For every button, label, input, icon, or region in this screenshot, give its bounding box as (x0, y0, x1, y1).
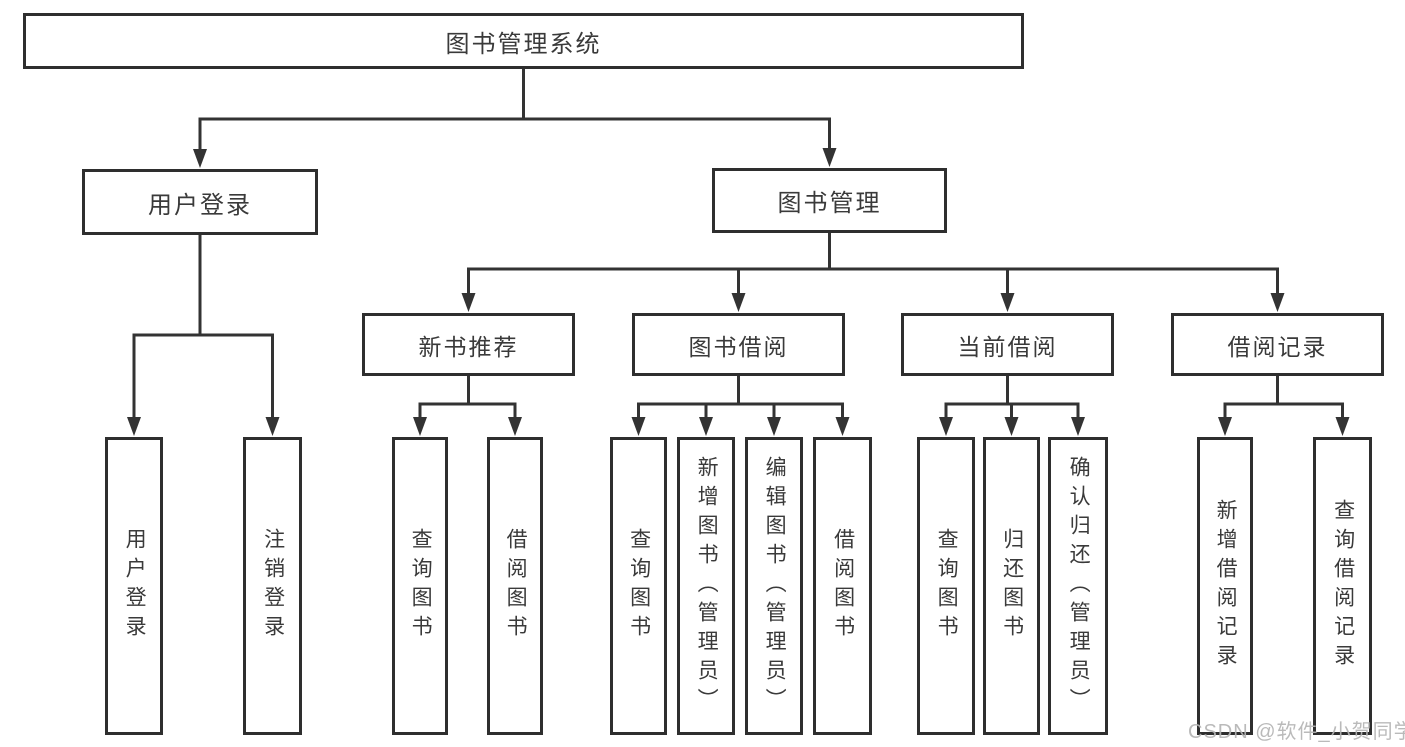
node-current-borrowing: 当前借阅 (901, 313, 1114, 376)
node-book-management-label: 图书管理 (777, 190, 882, 217)
node-new-book-recommend: 新书推荐 (362, 313, 575, 376)
leaf-logout: 注销登录 (243, 437, 302, 735)
leaf-borrow-books-recommend: 借阅图书 (487, 437, 543, 735)
leaf-borrow-books-borrowing-label: 借阅图书 (831, 528, 855, 644)
leaf-confirm-return-admin: 确认归还（管理员） (1048, 437, 1108, 735)
node-book-borrowing-label: 图书借阅 (688, 333, 789, 360)
leaf-query-books-borrowing-label: 查询图书 (627, 528, 651, 644)
node-root-label: 图书管理系统 (445, 30, 602, 58)
node-new-book-recommend-label: 新书推荐 (418, 333, 519, 360)
leaf-add-borrow-record-label: 新增借阅记录 (1214, 499, 1238, 673)
leaf-edit-book-admin-label: 编辑图书（管理员） (763, 455, 787, 717)
leaf-borrow-books-recommend-label: 借阅图书 (504, 528, 528, 644)
leaf-query-borrow-record-label: 查询借阅记录 (1331, 499, 1355, 673)
leaf-add-book-admin: 新增图书（管理员） (677, 437, 735, 735)
leaf-return-book: 归还图书 (983, 437, 1040, 735)
leaf-query-books-borrowing: 查询图书 (610, 437, 667, 735)
leaf-query-books-recommend-label: 查询图书 (409, 528, 433, 644)
leaf-confirm-return-admin-label: 确认归还（管理员） (1067, 455, 1091, 717)
leaf-user-login-label: 用户登录 (123, 528, 147, 644)
leaf-return-book-label: 归还图书 (1000, 528, 1024, 644)
leaf-query-books-current: 查询图书 (917, 437, 975, 735)
csdn-watermark: CSDN @软件_小贺同学 (1188, 721, 1405, 743)
leaf-user-login: 用户登录 (105, 437, 163, 735)
node-borrowing-records-label: 借阅记录 (1227, 333, 1328, 360)
node-book-borrowing: 图书借阅 (632, 313, 845, 376)
node-user-login: 用户登录 (82, 169, 318, 235)
leaf-borrow-books-borrowing: 借阅图书 (813, 437, 872, 735)
leaf-query-books-current-label: 查询图书 (935, 528, 959, 644)
node-book-management: 图书管理 (712, 168, 947, 233)
leaf-add-borrow-record: 新增借阅记录 (1197, 437, 1253, 735)
node-root: 图书管理系统 (23, 13, 1024, 69)
leaf-logout-label: 注销登录 (261, 528, 285, 644)
node-current-borrowing-label: 当前借阅 (957, 333, 1058, 360)
node-borrowing-records: 借阅记录 (1171, 313, 1384, 376)
leaf-edit-book-admin: 编辑图书（管理员） (745, 437, 803, 735)
leaf-query-books-recommend: 查询图书 (392, 437, 448, 735)
leaf-query-borrow-record: 查询借阅记录 (1313, 437, 1372, 735)
node-user-login-label: 用户登录 (148, 191, 252, 219)
leaf-add-book-admin-label: 新增图书（管理员） (695, 455, 719, 717)
